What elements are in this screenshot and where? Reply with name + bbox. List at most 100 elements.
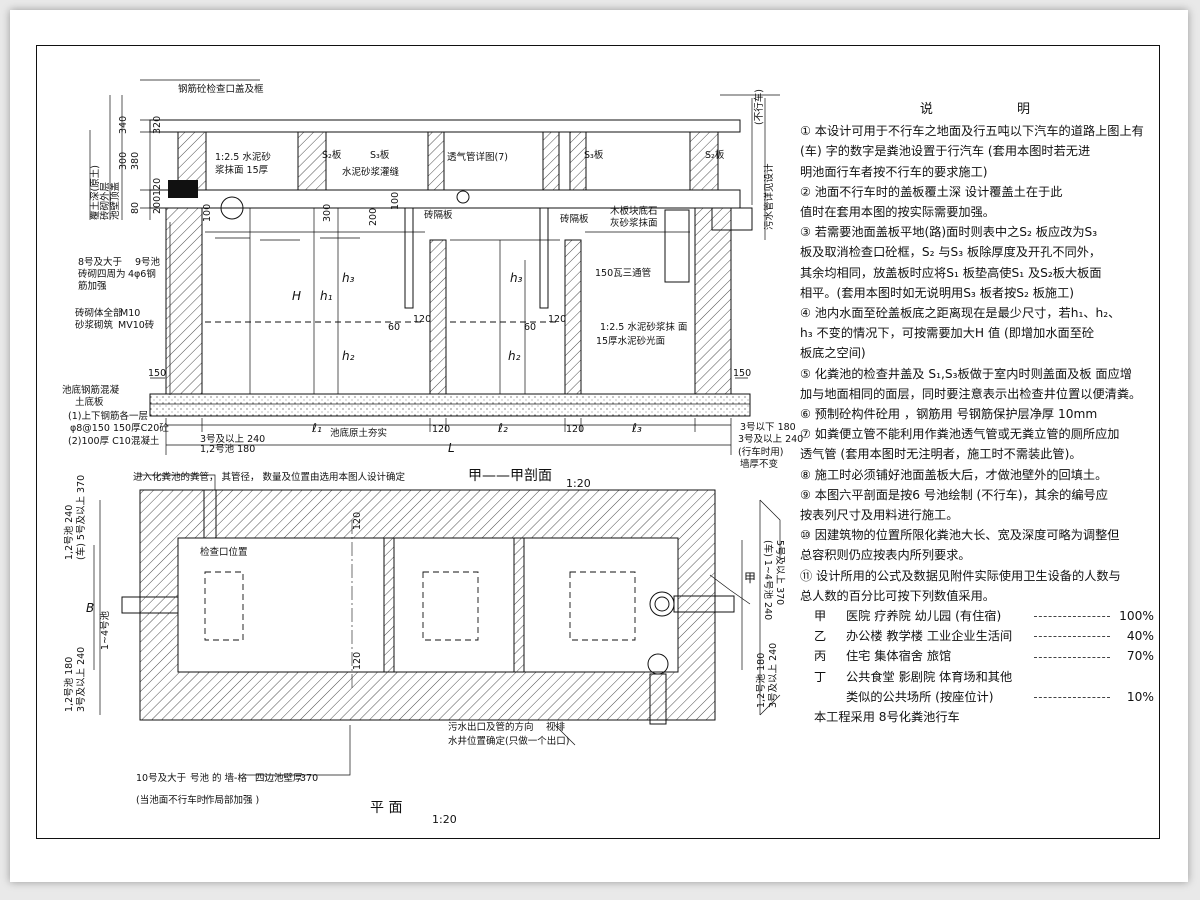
label-mortar-face1: 1:2.5 水泥砂浆抹 面 <box>600 321 687 333</box>
usage-code: 丙 <box>814 649 827 664</box>
label-base4: φ8@150 150厚C20砼 <box>70 422 169 434</box>
label-s3-left: S₃板 <box>370 149 390 161</box>
usage-desc: 医院 疗养院 幼儿园 (有住宿) <box>846 609 1002 624</box>
plan-outlet-pipe-2 <box>649 673 667 725</box>
pipe-block <box>168 180 198 198</box>
dim-320: 320 <box>152 116 163 134</box>
plan-left-bot: 1,2号池 180 <box>63 657 75 712</box>
label-h2-b: h₂ <box>508 349 521 363</box>
note-line: 相平。(套用本图时如无说明用S₃ 板者按S₂ 板施工) <box>800 285 1075 300</box>
leader-outlet <box>554 724 576 746</box>
base-slab <box>149 393 751 417</box>
note-line: ⑩ 因建筑物的位置所限化粪池大长、宽及深度可略为调整但 <box>800 528 1120 543</box>
plan-inlet-pipe <box>121 596 179 614</box>
note-line: ⑧ 施工时必须铺好池面盖板大后，才做池壁外的回填土。 <box>800 467 1108 482</box>
usage-desc: 办公楼 教学楼 工业企业生活间 <box>846 629 1013 644</box>
leader-inlet <box>140 474 216 490</box>
plan-bottom3: 四边池壁厚 <box>255 772 303 784</box>
plan-left-top: 1,2号池 240 <box>63 505 75 560</box>
usage-value: 70% <box>1126 649 1154 664</box>
plan-outlet3: 水井位置确定 <box>448 735 506 747</box>
plan-right-top2: 5号及以上 370 <box>774 540 785 605</box>
label-tee: 150瓦三通管 <box>595 267 651 279</box>
label-s2-right: S₂板 <box>705 149 725 161</box>
note-line: (车) 字的数字是粪池设置于行汽车 (套用本图时若无进 <box>800 144 1091 159</box>
dim-300b: 300 <box>322 204 333 222</box>
plan-right-curves <box>759 499 781 716</box>
plan-inner <box>177 537 679 673</box>
note-line: ① 本设计可用于不行车之地面及行五吨以下汽车的道路上图上有 <box>800 124 1144 139</box>
partition-2 <box>564 239 582 395</box>
cover-slab-top <box>149 119 741 133</box>
usage-desc: 住宅 集体宿舍 旅馆 <box>846 649 952 664</box>
note-line: ④ 池内水面至砼盖板底之距离现在是最少尺寸，若h₁、h₂、 <box>800 306 1121 321</box>
note-line: 板及取消检查口砼框，S₂ 与S₃ 板除厚度及开孔不同外， <box>800 245 1102 260</box>
label-right-vert3: (行车时用) <box>738 446 783 458</box>
label-d3-180: 3号以下 180 <box>740 422 796 433</box>
usage-value: 100% <box>1119 609 1154 624</box>
label-pipe4: 4φ6钢 <box>128 268 156 280</box>
label-d1-2: 1,2号池 180 <box>200 443 255 455</box>
note-line: 按表列尺寸及用料进行施工。 <box>800 508 959 523</box>
label-base5: (2)100厚 C10混凝土 <box>68 435 160 447</box>
right-wall <box>694 207 732 395</box>
right-vert1: 污水管详见设计 <box>763 163 775 230</box>
label-right-vert4: 墙厚不变 <box>740 458 779 470</box>
label-h3-a: h₃ <box>342 271 355 285</box>
note-line: 值时在套用本图的按实际需要加强。 <box>800 205 995 220</box>
plan-manhole-label: 检查口位置 <box>200 546 248 558</box>
note-line: 其余均相同，放盖板时应将S₁ 板垫高使S₁ 及S₂板大板面 <box>800 265 1102 280</box>
plan-left-top2: (车) 5号及以上 370 <box>75 475 87 560</box>
plan-d120a: 120 <box>352 512 363 530</box>
label-pipe1: 8号及大于 <box>78 256 122 268</box>
dim-60a: 60 <box>388 322 400 333</box>
plan-right-bot2: 3号及以上 240 <box>768 643 779 708</box>
note-line: 明池面行车者按不行车的要求施工) <box>800 164 988 179</box>
plan-left-bot2: 3号及以上 240 <box>76 647 87 712</box>
usage-row: 甲医院 疗养院 幼儿园 (有住宿)100% <box>800 606 1160 626</box>
dim-200: 200 <box>152 196 163 214</box>
label-bottom-note: 池底原土夯实 <box>330 427 387 439</box>
label-base1: 池底钢筋混凝 <box>62 384 120 396</box>
notes-footer: 本工程采用 8号化粪池行车 <box>814 710 960 725</box>
label-wood-cover1: 木板块底石 <box>610 205 658 217</box>
note-line: ⑦ 如粪便立管不能利用作粪池透气管或无粪立管的厕所应加 <box>800 427 1120 442</box>
left-dim-label2: 砖砌外层 <box>99 182 111 220</box>
left-dim-label1: 覆土深(原土) <box>89 165 101 220</box>
dim-200b: 200 <box>368 208 379 226</box>
bottom-dim-ticks <box>165 418 732 455</box>
inlet-pipe <box>220 196 244 220</box>
label-d3-240: 3号及以上 240 <box>200 434 265 445</box>
note-line: ⑪ 设计所用的公式及数据见附件实际使用卫生设备的人数与 <box>800 568 1121 583</box>
dim-340: 340 <box>118 116 129 134</box>
usage-code: 乙 <box>814 629 827 644</box>
manhole-wall-2b <box>542 131 560 191</box>
label-h3-b: h₃ <box>510 271 523 285</box>
baffle-1 <box>404 207 414 309</box>
label-brick2: M10 <box>120 308 140 319</box>
label-d3plus: 3号及以上 240 <box>738 434 803 445</box>
dim-lines-mid <box>499 240 526 394</box>
dim-150b: 150 <box>733 368 751 379</box>
plan-manhole-3 <box>569 571 636 641</box>
dim-120d: 120 <box>566 424 584 435</box>
dim-300: 300 <box>118 152 129 170</box>
usage-desc: 公共食堂 影剧院 体育场和其他 <box>846 669 1013 684</box>
plan-bottom5: (当池面不行车时 <box>136 794 207 806</box>
bottom-dim-lines <box>166 424 731 446</box>
usage-row: 丁公共食堂 影剧院 体育场和其他 <box>800 667 1160 687</box>
note-line: 总人数的百分比可按下列数值采用。 <box>800 588 995 603</box>
label-partition2: 砖隔板 <box>560 213 589 225</box>
base-slab-inner <box>149 393 751 405</box>
dim-120c: 120 <box>432 424 450 435</box>
label-L: L <box>448 441 455 455</box>
plan-right-bot: 1,2号池 180 <box>755 653 767 708</box>
leader-bottom <box>245 725 351 776</box>
label-partition1: 砖隔板 <box>424 209 453 221</box>
dim-80: 80 <box>130 202 141 214</box>
note-line: ⑨ 本图六平剖面是按6 号池绘制 (不行车)，其余的编号应 <box>800 487 1108 502</box>
section-scale: 1:20 <box>566 477 591 490</box>
usage-value: 10% <box>1126 689 1154 704</box>
label-h2-a: h₂ <box>342 349 355 363</box>
